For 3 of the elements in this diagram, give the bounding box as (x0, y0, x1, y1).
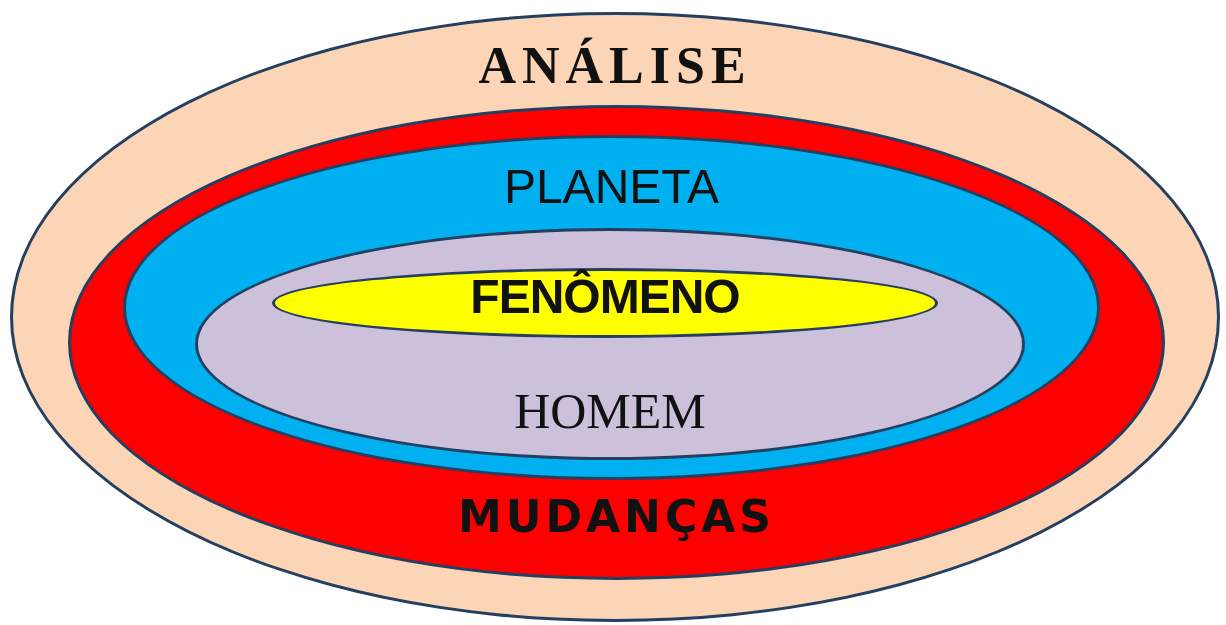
ellipse-label: MUDANÇAS (458, 495, 775, 539)
ellipse-label: HOMEM (514, 386, 706, 436)
ellipse-label: PLANETA (503, 163, 720, 211)
